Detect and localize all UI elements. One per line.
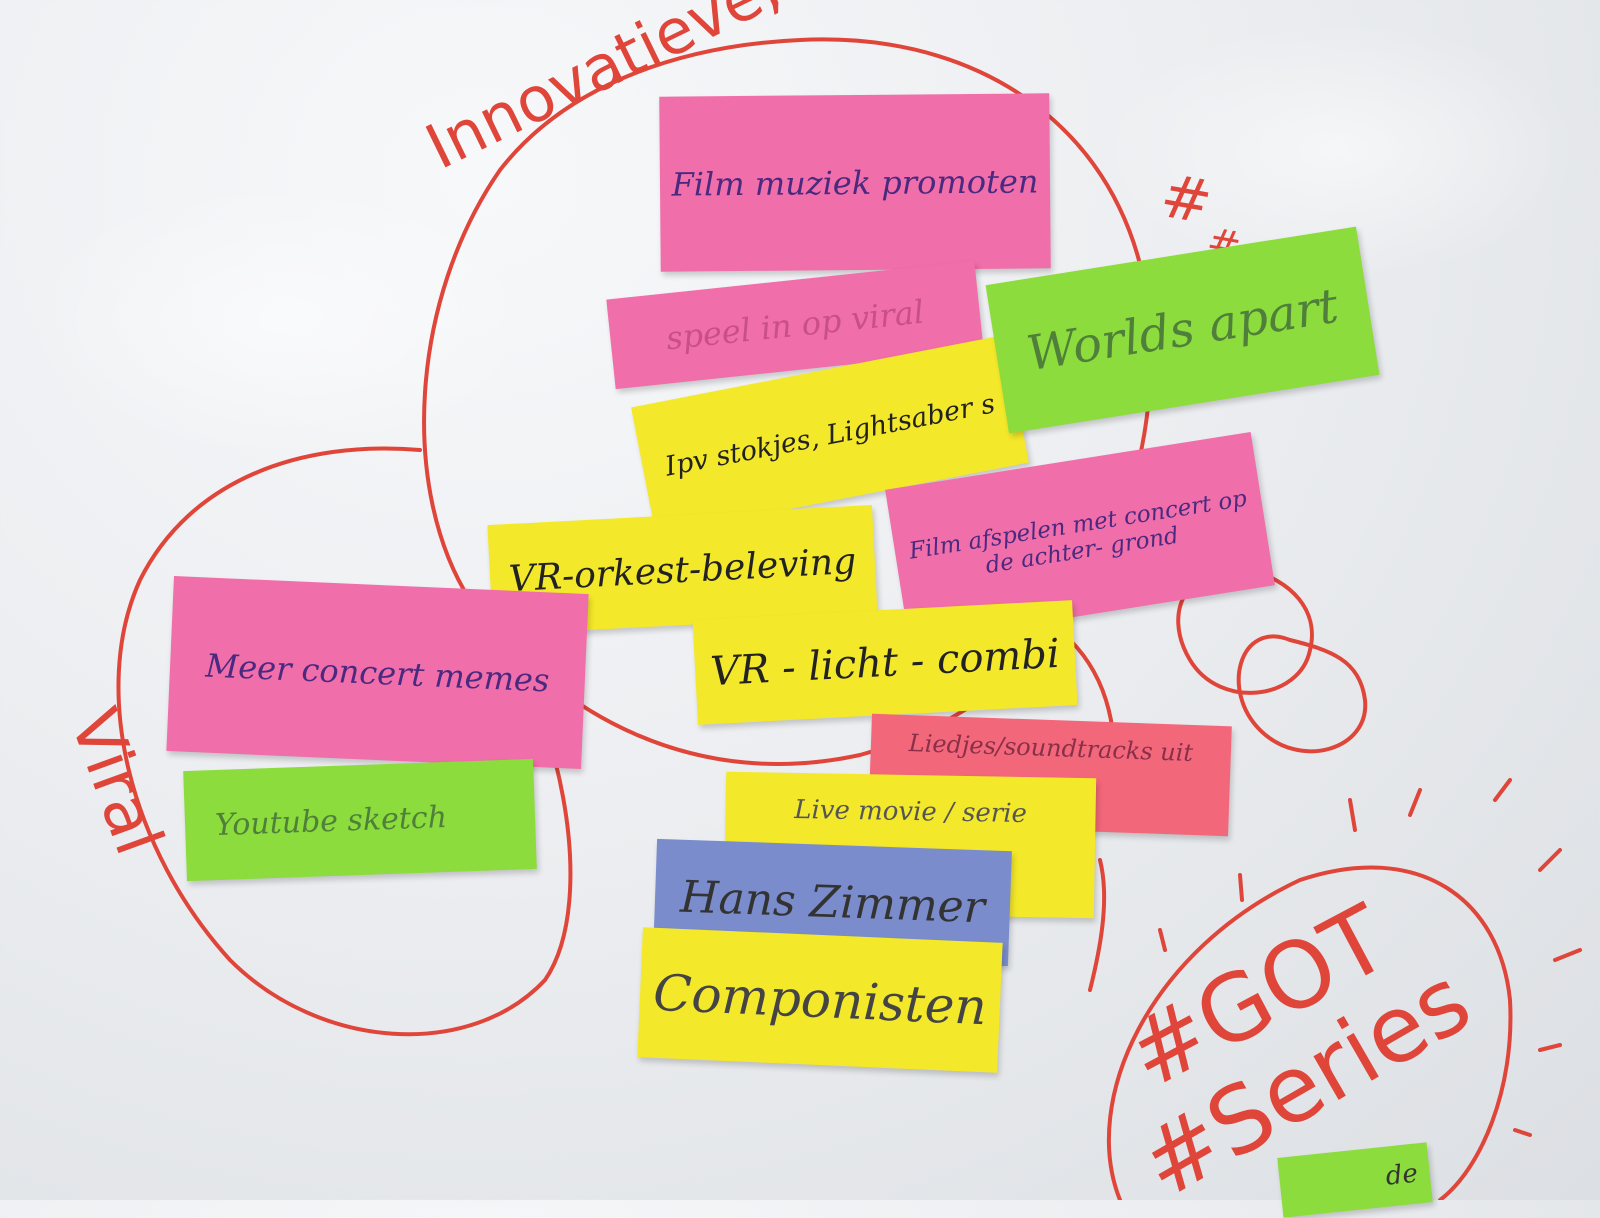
sticky-note-componisten: Componisten [637,927,1003,1073]
sticky-note-meer-concert: Meer concert memes [166,576,589,769]
marker-label-viral-left: Viral [55,699,178,864]
marker-hash-top: # [1155,161,1217,239]
sticky-note-youtube: Youtube sketch [183,758,537,882]
sticky-note-vr-licht: VR - licht - combi [692,600,1078,725]
sticky-note-film-muziek: Film muziek promoten [659,93,1051,272]
marker-circle-small-2 [1236,634,1368,754]
marker-circle-bottom-right [1106,865,1513,1200]
marker-connector [1088,858,1107,992]
marker-circle-left [116,446,573,1037]
marker-circle-large [422,37,1153,767]
